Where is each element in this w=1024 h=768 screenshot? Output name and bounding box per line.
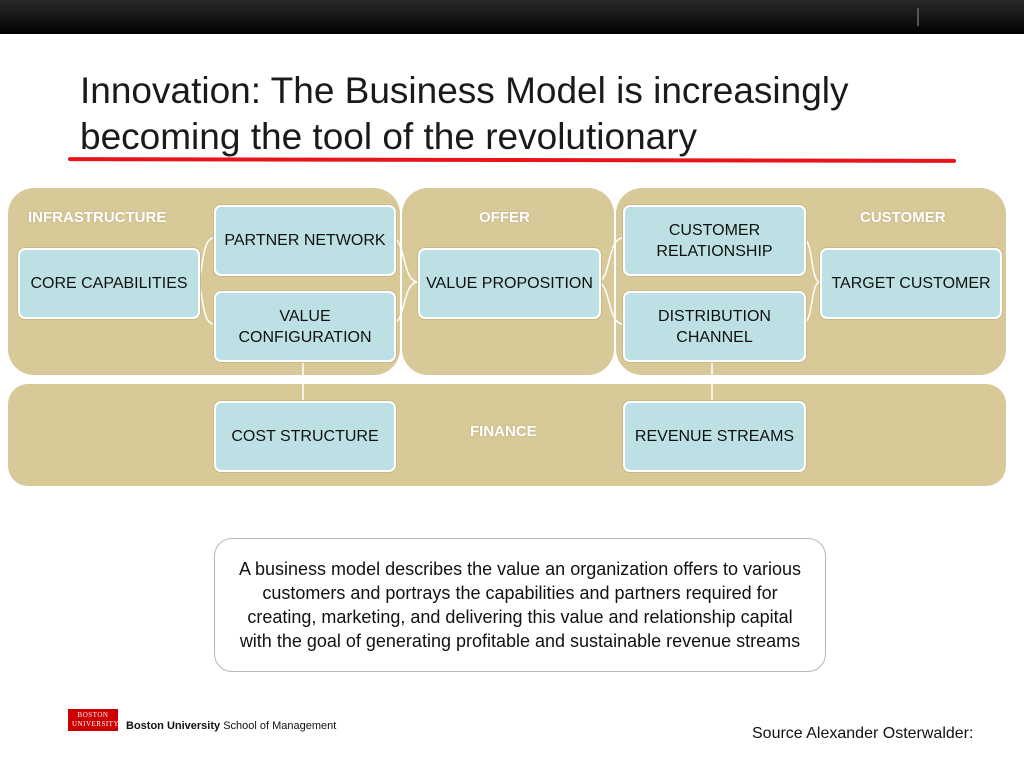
school-of-management: School of Management (223, 720, 337, 732)
definition-callout: A business model describes the value an … (214, 538, 826, 672)
customer-label: CUSTOMER (860, 209, 946, 226)
partner-network-box: PARTNER NETWORK (214, 205, 396, 276)
university-name: Boston University (126, 720, 221, 732)
logo-text: BOSTON UNIVERSITY (72, 711, 119, 728)
core-capabilities-box: CORE CAPABILITIES (18, 248, 200, 319)
infrastructure-label: INFRASTRUCTURE (28, 209, 167, 226)
offer-label: OFFER (479, 209, 530, 226)
customer-relationship-box: CUSTOMER RELATIONSHIP (623, 205, 806, 276)
finance-panel (8, 384, 1006, 486)
top-bar (0, 0, 1024, 34)
distribution-channel-box: DISTRIBUTION CHANNEL (623, 291, 806, 362)
cost-structure-box: COST STRUCTURE (214, 401, 396, 472)
top-bar-divider (917, 8, 919, 26)
source-credit: Source Alexander Osterwalder: (752, 725, 974, 742)
school-name: Boston University School of Management (126, 720, 336, 732)
definition-text: A business model describes the value an … (239, 559, 801, 651)
revenue-streams-box: REVENUE STREAMS (623, 401, 806, 472)
slide-title: Innovation: The Business Model is increa… (80, 70, 849, 157)
target-customer-box: TARGET CUSTOMER (820, 248, 1002, 319)
boston-university-logo: BOSTON UNIVERSITY (68, 709, 119, 731)
value-proposition-box: VALUE PROPOSITION (418, 248, 601, 319)
value-configuration-box: VALUE CONFIGURATION (214, 291, 396, 362)
finance-label: FINANCE (470, 423, 537, 440)
